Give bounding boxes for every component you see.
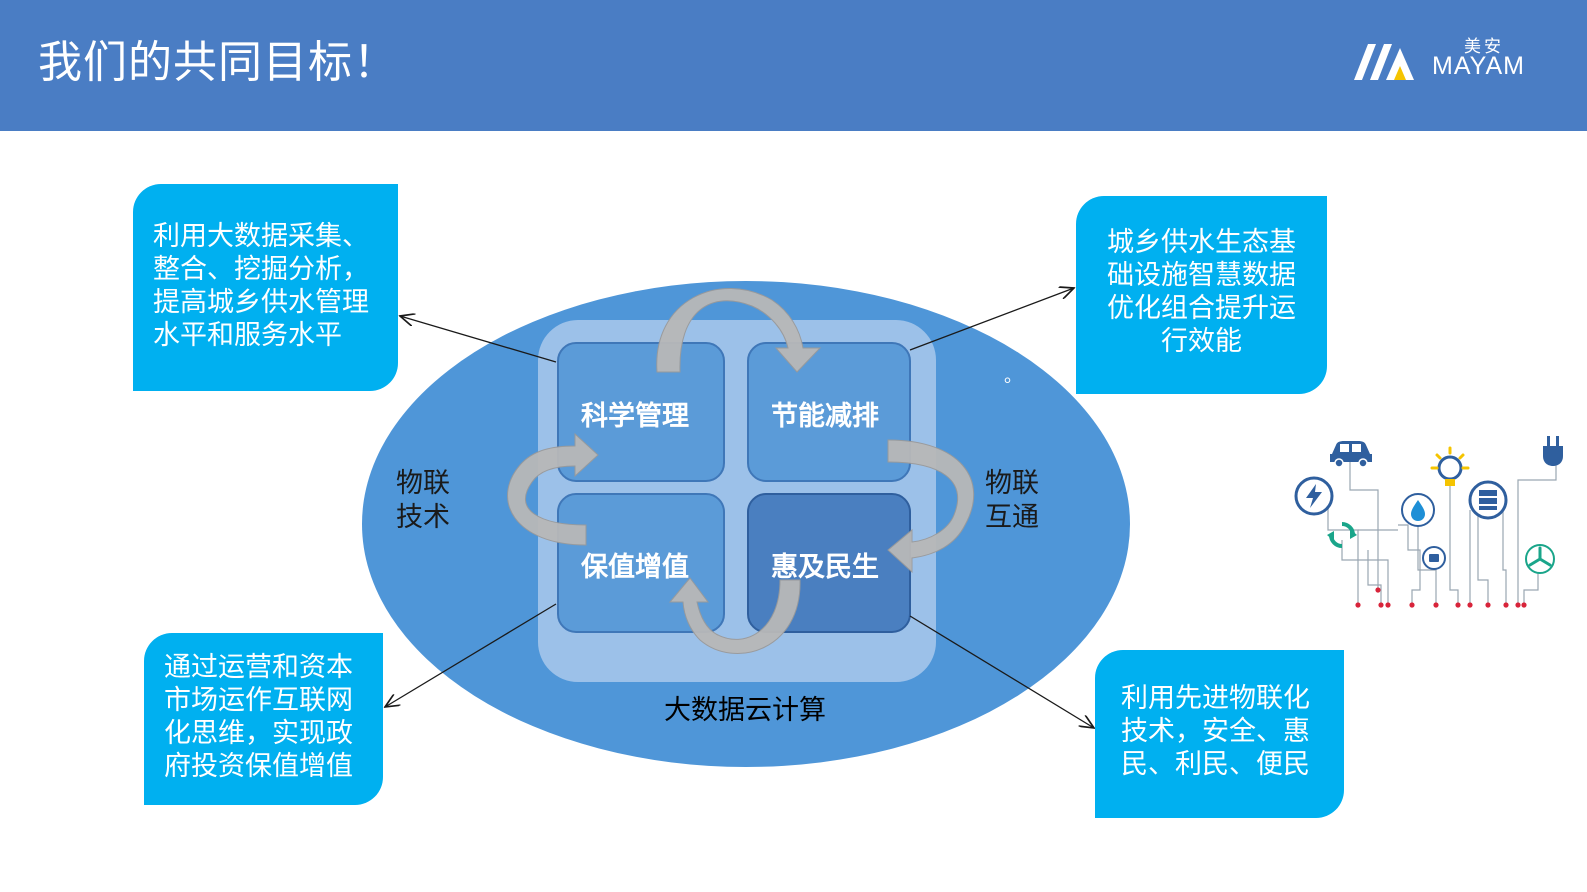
- logo-cn-text: 美安: [1464, 37, 1504, 57]
- quadrant-label-value-preservation: 保值增值: [581, 552, 689, 583]
- callout-bottom-left: 通过运营和资本 市场运作互联网 化思维，实现政 府投资保值增值: [144, 633, 383, 805]
- callout-top-left: 利用大数据采集、 整合、挖掘分析， 提高城乡供水管理 水平和服务水平: [133, 184, 398, 391]
- callout-top-left-text: 利用大数据采集、 整合、挖掘分析， 提高城乡供水管理 水平和服务水平: [153, 221, 369, 351]
- stray-dot: 。: [1004, 366, 1022, 387]
- water-drop-icon: [1401, 493, 1435, 527]
- quadrant-label-public-benefit: 惠及民生: [771, 552, 879, 583]
- lightbulb-icon: [1430, 446, 1470, 486]
- callout-top-right: 城乡供水生态基 础设施智慧数据 优化组合提升运 行效能: [1076, 196, 1327, 394]
- logo-mark-icon: [1354, 44, 1414, 80]
- meter-icon: [1422, 546, 1446, 570]
- fan-icon: [1525, 544, 1555, 574]
- quadrant-energy-saving[interactable]: [747, 342, 911, 482]
- connector-top-left: [400, 316, 557, 363]
- big-data-cloud-label: 大数据云计算: [664, 695, 826, 726]
- iot-interconnect-label: 物联 互通: [985, 468, 1039, 533]
- cycle-arrows: [507, 287, 975, 654]
- iot-technology-label: 物联 技术: [396, 468, 450, 533]
- callout-top-right-text: 城乡供水生态基 础设施智慧数据 优化组合提升运 行效能: [1107, 227, 1296, 357]
- callout-bottom-right: 利用先进物联化 技术，安全、惠 民、利民、便民: [1095, 650, 1344, 818]
- page-title: 我们的共同目标！: [38, 37, 398, 88]
- server-icon: [1468, 480, 1508, 520]
- mayam-logo: 美安 MAYAM: [1352, 30, 1552, 90]
- callout-bottom-left-text: 通过运营和资本 市场运作互联网 化思维，实现政 府投资保值增值: [164, 652, 353, 782]
- logo-en-text: MAYAM: [1432, 52, 1525, 80]
- recycle-icon: [1327, 522, 1357, 548]
- callout-bottom-right-text: 利用先进物联化 技术，安全、惠 民、利民、便民: [1121, 683, 1310, 780]
- iot-icon-cluster: [1294, 436, 1563, 608]
- connector-top-right: [909, 288, 1074, 351]
- quadrant-science-management[interactable]: [557, 342, 725, 482]
- plug-icon: [1543, 436, 1563, 466]
- connector-bottom-right: [909, 615, 1094, 728]
- lightning-icon: [1294, 476, 1334, 516]
- quadrant-label-energy-saving: 节能减排: [771, 401, 879, 432]
- quadrant-label-science-management: 科学管理: [581, 401, 689, 432]
- car-icon: [1330, 441, 1372, 468]
- header-bar: 我们的共同目标！ 美安 MAYAM: [0, 0, 1587, 131]
- connector-bottom-left: [385, 603, 557, 707]
